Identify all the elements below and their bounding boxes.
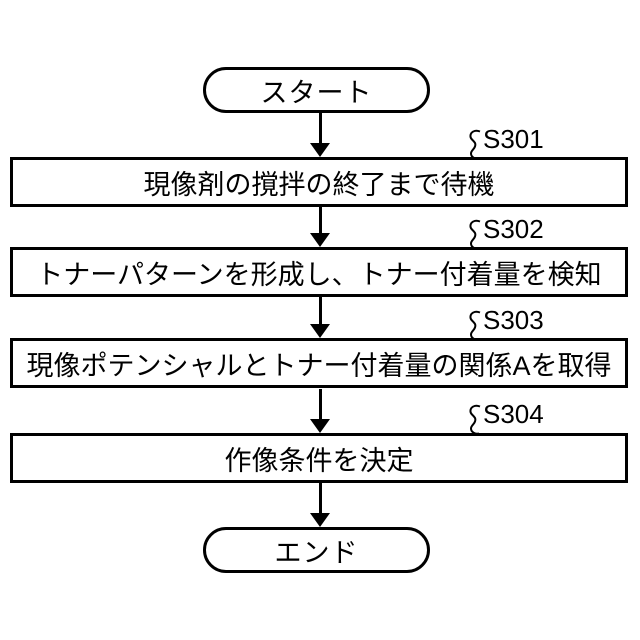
step-ref-s301: S301 [468, 126, 578, 160]
start-terminal: スタート [203, 67, 430, 113]
arrow-shaft [318, 113, 322, 145]
arrow-shaft [318, 297, 322, 326]
arrow-head-icon [310, 233, 330, 247]
arrow-head-icon [310, 419, 330, 433]
flow-arrow [310, 297, 330, 338]
process-box-label: 作像条件を決定 [224, 445, 414, 476]
arrow-head-icon [310, 143, 330, 157]
start-terminal-label: スタート [260, 77, 373, 108]
reference-squiggle-icon [469, 310, 481, 341]
end-terminal-label: エンド [274, 537, 359, 568]
process-box-s303: 現像ポテンシャルとトナー付着量の関係Aを取得 [10, 338, 628, 388]
flow-arrow [310, 207, 330, 247]
process-box-label: トナーパターンを形成し、トナー付着量を検知 [36, 259, 602, 290]
step-id-label: S303 [483, 305, 544, 335]
step-ref-s302: S302 [468, 216, 578, 250]
arrow-shaft [318, 483, 322, 515]
process-box-label: 現像ポテンシャルとトナー付着量の関係Aを取得 [26, 350, 612, 381]
step-id-label: S301 [483, 124, 544, 154]
arrow-head-icon [310, 513, 330, 527]
flow-arrow [310, 389, 330, 433]
process-box-s304: 作像条件を決定 [10, 433, 628, 483]
process-box-s301: 現像剤の撹拌の終了まで待機 [10, 157, 628, 207]
step-ref-s303: S303 [468, 307, 578, 341]
step-ref-s304: S304 [468, 401, 578, 435]
process-box-s302: トナーパターンを形成し、トナー付着量を検知 [10, 247, 628, 297]
step-id-label: S304 [483, 399, 544, 429]
flow-arrow [310, 113, 330, 157]
flow-arrow [310, 483, 330, 527]
reference-squiggle-icon [469, 404, 481, 435]
reference-squiggle-icon [469, 219, 481, 250]
arrow-shaft [318, 207, 322, 235]
reference-squiggle-icon [469, 129, 481, 160]
step-id-label: S302 [483, 214, 544, 244]
arrow-head-icon [310, 324, 330, 338]
arrow-shaft [318, 389, 322, 421]
end-terminal: エンド [203, 527, 430, 573]
process-box-label: 現像剤の撹拌の終了まで待機 [143, 169, 495, 200]
